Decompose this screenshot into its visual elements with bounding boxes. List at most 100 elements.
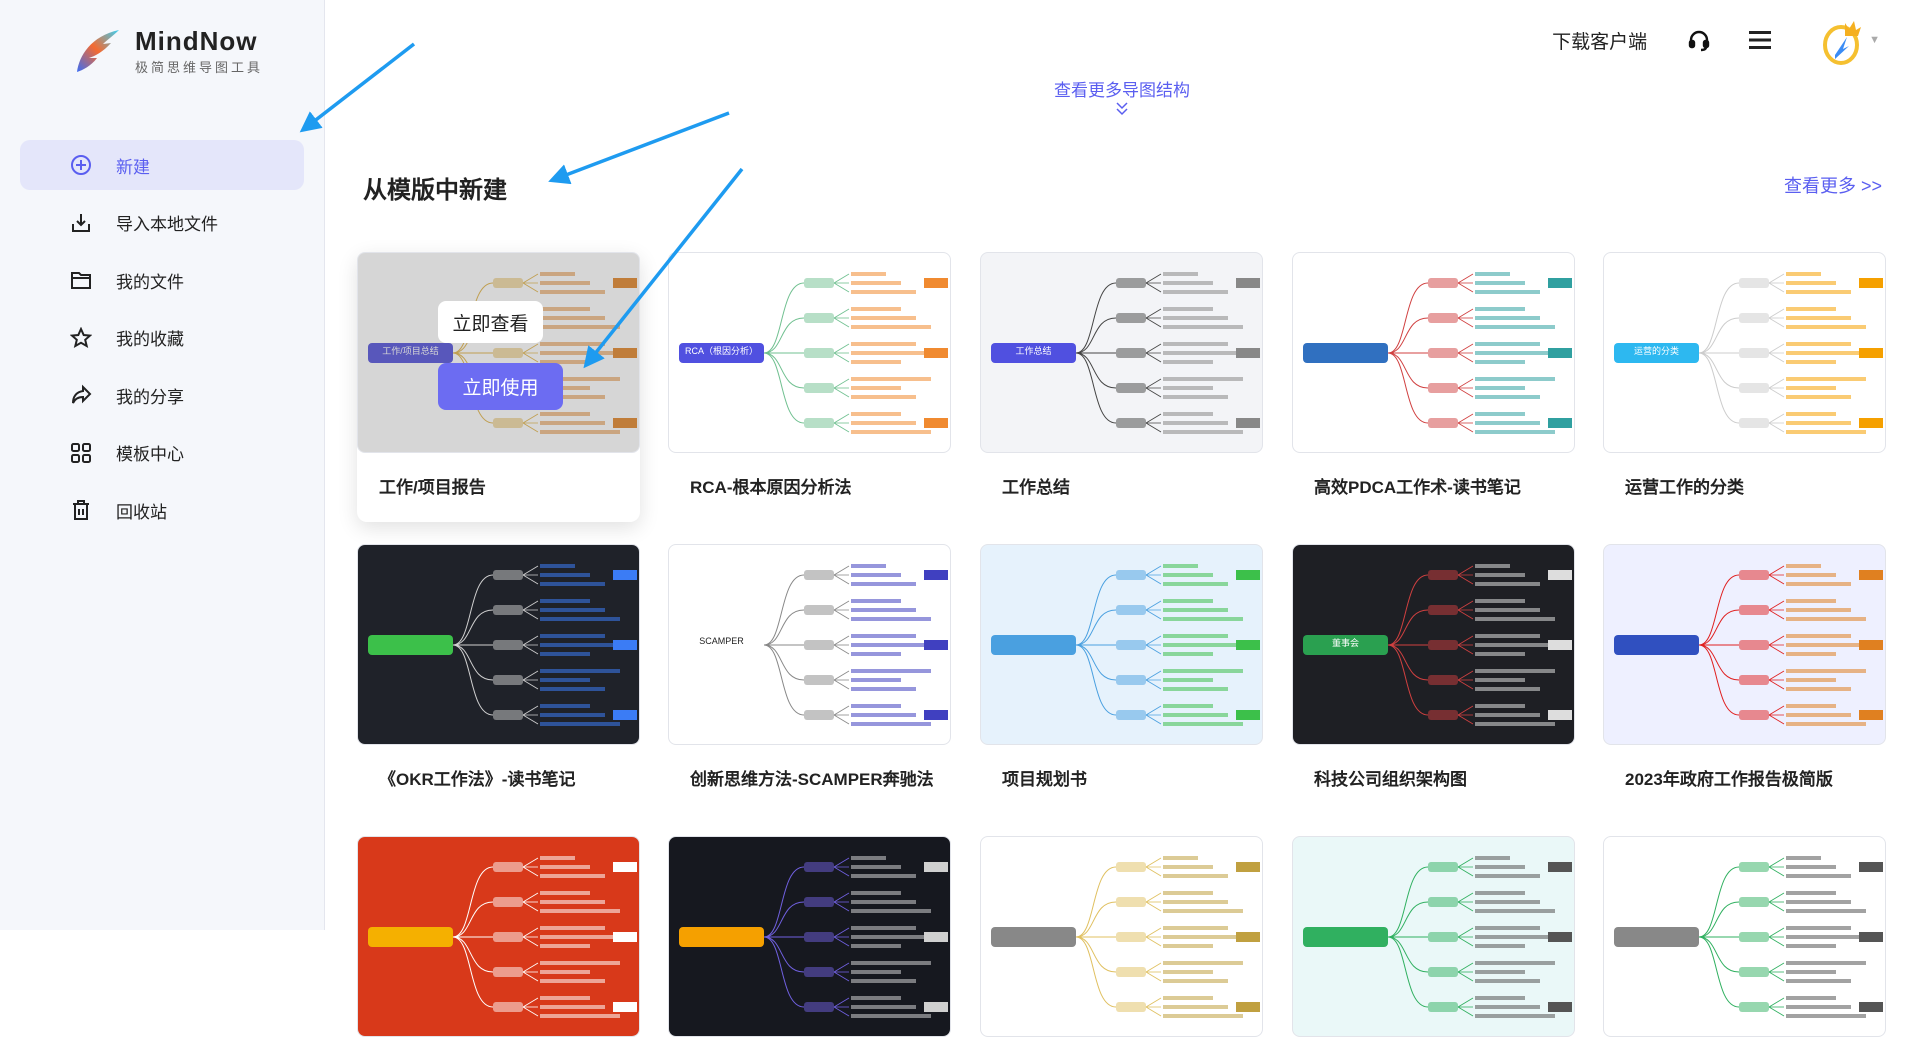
double-chevron-down-icon xyxy=(1116,102,1128,116)
template-title: 2023年政府工作报告极简版 xyxy=(1625,770,1833,789)
mindmap-preview xyxy=(991,856,1260,1018)
template-thumbnail[interactable]: 运营的分类 xyxy=(1603,252,1886,453)
template-title: 运营工作的分类 xyxy=(1625,478,1744,497)
center-node-label: 工作/项目总结 xyxy=(382,346,439,356)
template-card[interactable]: RCA（根因分析） RCA-根本原因分析法 xyxy=(668,252,951,498)
template-thumbnail[interactable] xyxy=(980,544,1263,745)
template-card[interactable] xyxy=(1603,836,1886,1037)
template-card[interactable]: SCAMPER 创新思维方法-SCAMPER奔驰法 xyxy=(668,544,951,790)
mindmap-preview xyxy=(1303,856,1572,1018)
template-thumbnail[interactable] xyxy=(1292,836,1575,1037)
mindmap-preview xyxy=(1614,856,1883,1018)
center-node-label: 运营的分类 xyxy=(1633,346,1679,356)
sidebar-item-label: 回收站 xyxy=(116,502,167,522)
template-thumbnail[interactable]: SCAMPER xyxy=(668,544,951,745)
template-card[interactable]: 高效PDCA工作术-读书笔记 xyxy=(1292,252,1575,498)
template-thumbnail[interactable] xyxy=(1603,836,1886,1037)
mindmap-preview xyxy=(991,564,1260,726)
template-title: 工作总结 xyxy=(1002,478,1070,497)
trash-icon xyxy=(70,499,92,521)
sidebar: MindNow 极简思维导图工具 新建 导入本地文件 我的文件 我的收藏 我的分… xyxy=(0,0,325,930)
center-node-label: 董事会 xyxy=(1331,638,1359,648)
section-title: 从模版中新建 xyxy=(363,177,507,204)
more-structures-label: 查看更多导图结构 xyxy=(1054,81,1190,100)
sidebar-item-new[interactable]: 新建 xyxy=(20,140,304,190)
share-icon xyxy=(70,384,92,406)
template-thumbnail[interactable]: 董事会 xyxy=(1292,544,1575,745)
template-card[interactable]: 工作总结工作总结 xyxy=(980,252,1263,498)
arrow-to-section-title xyxy=(548,111,730,185)
template-card[interactable] xyxy=(668,836,951,1037)
sidebar-item-label: 我的文件 xyxy=(116,272,184,292)
template-card[interactable] xyxy=(1292,836,1575,1037)
template-title: 工作/项目报告 xyxy=(379,478,486,497)
template-card[interactable]: 工作/项目总结立即查看立即使用工作/项目报告 xyxy=(357,252,640,522)
sidebar-item-favorites[interactable]: 我的收藏 xyxy=(20,313,304,363)
top-bar: 下载客户端 ▼ xyxy=(1552,0,1920,80)
feather-logo-icon xyxy=(77,30,119,72)
sidebar-item-templates[interactable]: 模板中心 xyxy=(20,428,304,478)
user-avatar[interactable]: ▼ xyxy=(1821,15,1880,65)
grid-icon xyxy=(70,442,92,464)
more-structures-link[interactable]: 查看更多导图结构 xyxy=(1052,76,1192,122)
sidebar-nav: 新建 导入本地文件 我的文件 我的收藏 我的分享 模板中心 回收站 xyxy=(20,140,304,543)
headset-icon[interactable] xyxy=(1687,28,1711,52)
template-thumbnail[interactable]: RCA（根因分析） xyxy=(668,252,951,453)
sidebar-item-import[interactable]: 导入本地文件 xyxy=(20,198,304,248)
sidebar-item-trash[interactable]: 回收站 xyxy=(20,485,304,535)
mindmap-preview xyxy=(679,856,948,1018)
mindmap-preview xyxy=(1303,564,1572,726)
avatar-crown-icon xyxy=(1823,21,1862,65)
view-now-button[interactable]: 立即查看 xyxy=(438,301,543,343)
app-name: MindNow xyxy=(135,25,258,56)
template-card[interactable]: 《OKR工作法》-读书笔记 xyxy=(357,544,640,790)
template-thumbnail[interactable] xyxy=(1292,252,1575,453)
template-thumbnail[interactable] xyxy=(1603,544,1886,745)
star-icon xyxy=(70,326,92,349)
template-thumbnail[interactable] xyxy=(668,836,951,1037)
template-thumbnail[interactable]: 工作总结 xyxy=(980,252,1263,453)
template-title: RCA-根本原因分析法 xyxy=(690,478,852,497)
see-more-link[interactable]: 查看更多 >> xyxy=(1783,176,1882,196)
sidebar-item-label: 我的收藏 xyxy=(116,330,184,349)
sidebar-item-my-files[interactable]: 我的文件 xyxy=(20,255,304,305)
template-title: 创新思维方法-SCAMPER奔驰法 xyxy=(690,770,934,789)
dropdown-caret-icon: ▼ xyxy=(1869,34,1880,46)
center-node-label: SCAMPER xyxy=(699,636,744,646)
center-node-label: 工作总结 xyxy=(1015,346,1052,356)
sidebar-item-label: 我的分享 xyxy=(116,387,184,407)
mindmap-preview xyxy=(368,856,637,1018)
sidebar-item-label: 导入本地文件 xyxy=(116,215,218,234)
template-card[interactable] xyxy=(357,836,640,1037)
sidebar-item-label: 新建 xyxy=(116,157,150,177)
template-thumbnail[interactable] xyxy=(980,836,1263,1037)
template-thumbnail[interactable] xyxy=(357,836,640,1037)
folder-icon xyxy=(70,269,92,291)
template-title: 科技公司组织架构图 xyxy=(1314,770,1467,789)
mindmap-preview xyxy=(991,272,1260,434)
download-client-link[interactable]: 下载客户端 xyxy=(1552,31,1648,53)
template-card[interactable]: 项目规划书 xyxy=(980,544,1263,790)
mindmap-preview xyxy=(679,564,948,726)
template-card[interactable]: 2023年政府工作报告极简版 xyxy=(1603,544,1886,790)
template-card[interactable]: 董事会科技公司组织架构图 xyxy=(1292,544,1575,790)
center-node-label: RCA（根因分析） xyxy=(684,346,758,356)
mindmap-preview xyxy=(368,564,637,726)
logo[interactable]: MindNow 极简思维导图工具 xyxy=(73,26,263,76)
mindmap-preview xyxy=(1614,564,1883,726)
template-thumbnail[interactable] xyxy=(357,544,640,745)
template-card[interactable]: 运营的分类运营工作的分类 xyxy=(1603,252,1886,498)
use-now-button[interactable]: 立即使用 xyxy=(438,363,563,410)
sidebar-item-label: 模板中心 xyxy=(116,445,184,464)
app-tagline: 极简思维导图工具 xyxy=(135,59,264,75)
import-icon xyxy=(70,212,92,234)
menu-icon[interactable] xyxy=(1749,30,1772,50)
template-card[interactable] xyxy=(980,836,1263,1037)
template-title: 《OKR工作法》-读书笔记 xyxy=(379,770,576,789)
hover-overlay: 立即查看立即使用 xyxy=(358,253,639,452)
plus-circle-icon xyxy=(70,154,92,176)
sidebar-item-shares[interactable]: 我的分享 xyxy=(20,370,304,420)
mindmap-preview xyxy=(1614,272,1883,434)
template-thumbnail[interactable]: 工作/项目总结立即查看立即使用 xyxy=(357,252,640,453)
template-title: 项目规划书 xyxy=(1002,770,1087,789)
